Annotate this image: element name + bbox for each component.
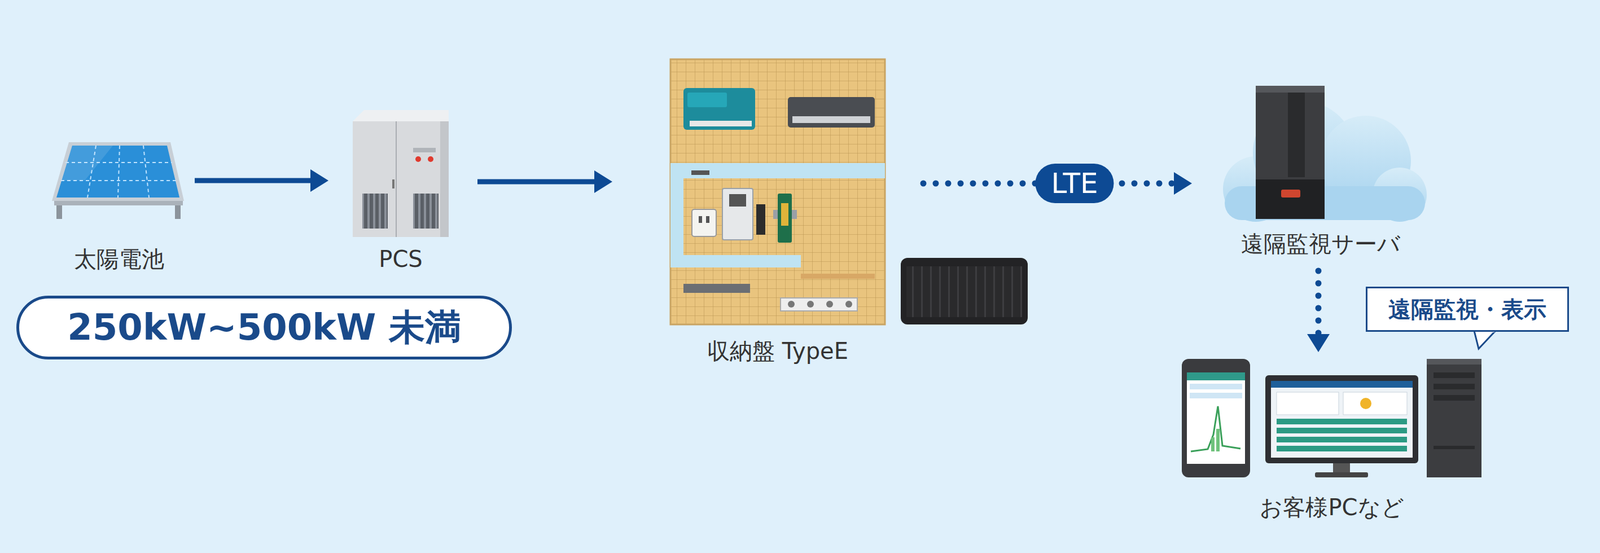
node-label: 太陽電池 xyxy=(73,246,165,273)
connector-line xyxy=(1315,270,1322,337)
connector-line xyxy=(194,178,313,184)
router-box xyxy=(900,257,1028,325)
customer-node: お客様PCなど xyxy=(1179,355,1485,521)
arrow-head xyxy=(1173,172,1192,195)
node-label: 遠隔監視サーバ xyxy=(1241,230,1401,257)
callout-box: 遠隔監視・表示 xyxy=(1365,286,1569,332)
node-label: 遠隔監視・表示 xyxy=(1388,294,1547,326)
node-label: 収納盤 TypeE xyxy=(707,338,849,365)
flow-arrow xyxy=(194,169,329,192)
arrow-head xyxy=(1307,334,1330,353)
arrow-head xyxy=(310,169,329,192)
connector-line xyxy=(477,179,597,185)
capacity-badge: 250kW~500kW 未満 xyxy=(16,295,512,360)
callout-tail xyxy=(1474,330,1496,349)
solar-node: 太陽電池 xyxy=(49,138,188,273)
pcs-cabinet xyxy=(352,110,449,238)
edge-label: LTE xyxy=(1035,163,1114,204)
cloud-server xyxy=(1222,85,1427,222)
arrow-head xyxy=(594,170,613,194)
customer-devices xyxy=(1181,358,1482,478)
pcs-node: PCS xyxy=(349,107,452,273)
node-label: PCS xyxy=(378,246,423,273)
storage-board xyxy=(670,59,885,325)
node-label: お客様PCなど xyxy=(1259,494,1404,521)
board-node: 収納盤 TypeE xyxy=(670,59,885,365)
flow-arrow xyxy=(477,170,613,194)
node-label: 250kW~500kW 未満 xyxy=(67,303,461,353)
dotted-arrow xyxy=(1307,270,1330,353)
server-node: 遠隔監視サーバ xyxy=(1213,81,1428,257)
solar-panel xyxy=(51,142,184,219)
